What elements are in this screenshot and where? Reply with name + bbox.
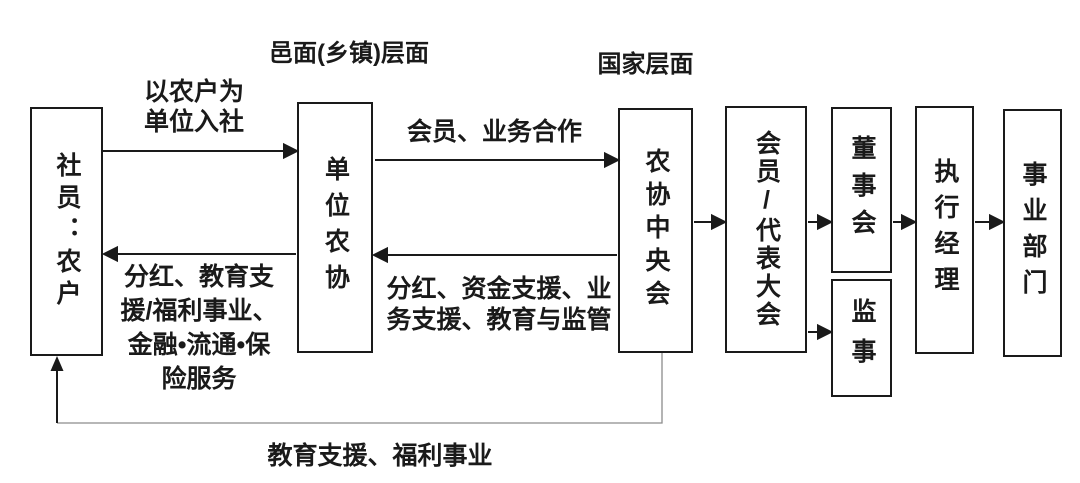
arrow-unit-to-central-head <box>604 151 621 169</box>
node-unit-coop: 单位农协 <box>297 102 373 353</box>
node-supervisors: 监事 <box>831 279 892 397</box>
arrow-executive-to-departments-head <box>989 213 1006 231</box>
edge-label-unit-to-members-support: 分红、教育支 援/福利事业、 金融•流通•保 险服务 <box>120 263 278 393</box>
node-business-departments: 事业部门 <box>1003 109 1062 357</box>
node-board: 董事会 <box>831 107 892 273</box>
edge-label-member-business-cooperation: 会员、业务合作 <box>406 118 582 146</box>
arrow-assembly-to-board-head <box>817 213 834 231</box>
national-level-label: 国家层面 <box>597 51 694 78</box>
arrow-board-to-executive-head <box>901 213 918 231</box>
arrow-members-to-unit-head <box>283 142 300 160</box>
edge-label-central-to-unit-support: 分红、资金支援、业 务支援、教育与监管 <box>386 275 612 334</box>
edge-label-join-coop: 以农户为 单位入社 <box>143 78 244 136</box>
township-level-label: 邑面(乡镇)层面 <box>269 40 429 67</box>
arrow-central-to-unit-head <box>371 246 388 264</box>
arrow-central-to-assembly-head <box>711 213 728 231</box>
node-executive-manager: 执行经理 <box>915 106 974 354</box>
node-members: 社员：农户 <box>30 107 103 356</box>
node-central-union: 农协中央会 <box>618 108 693 353</box>
arrow-assembly-to-supervisors-head <box>817 323 834 341</box>
node-assembly: 会员/代表大会 <box>725 106 807 353</box>
arrow-unit-to-members-head <box>101 245 118 263</box>
edge-label-education-welfare: 教育支援、福利事业 <box>267 442 493 470</box>
feedback-central-to-members-head <box>50 356 64 371</box>
